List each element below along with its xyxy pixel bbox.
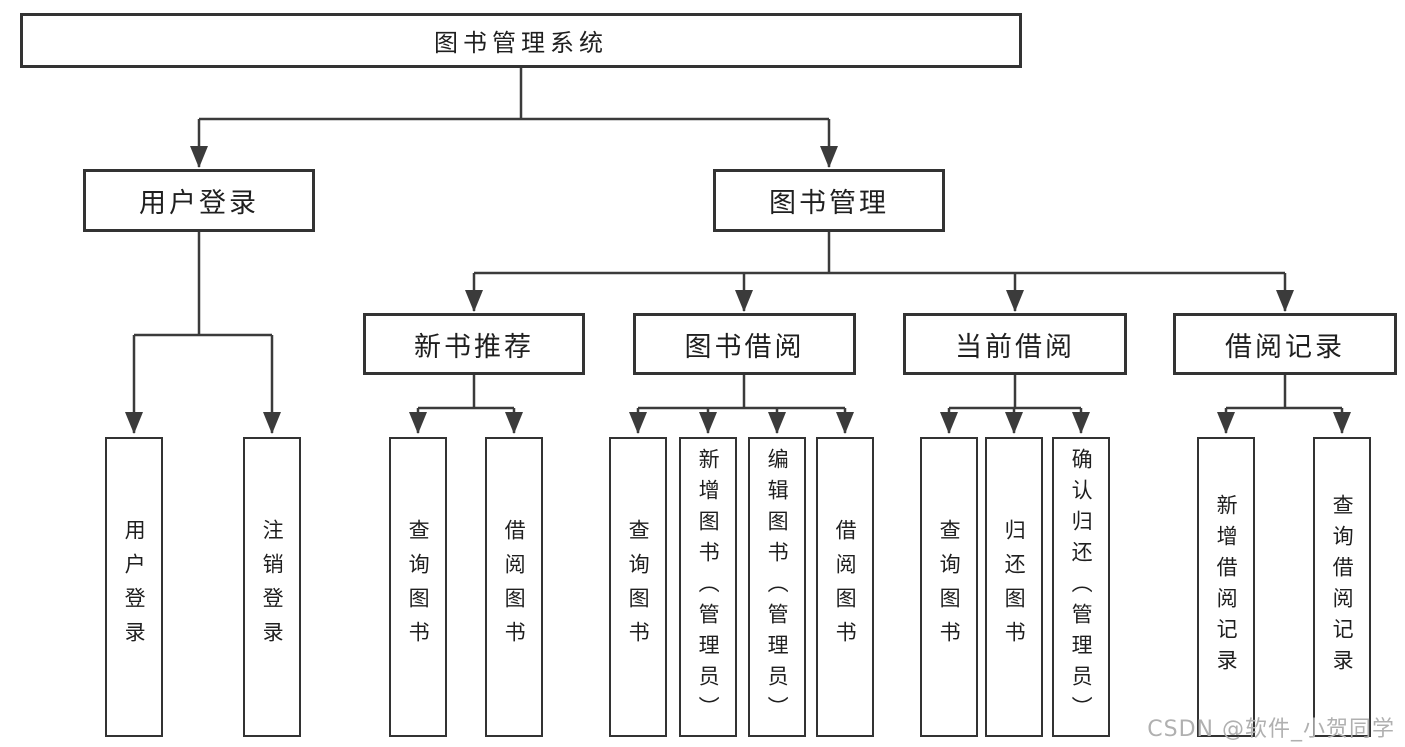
node-label: 当前借阅 xyxy=(955,331,1075,363)
node-new-book-recommend: 新书推荐 xyxy=(363,313,585,375)
leaf-query-books-current: 查询图书 xyxy=(920,437,978,737)
leaf-label: 借阅图书 xyxy=(833,519,858,655)
leaf-query-borrow-record: 查询借阅记录 xyxy=(1313,437,1371,737)
leaf-label: 查询图书 xyxy=(626,519,651,655)
leaf-label: 归还图书 xyxy=(1002,519,1027,655)
leaf-borrow-books-recommend: 借阅图书 xyxy=(485,437,543,737)
node-label: 新书推荐 xyxy=(414,331,534,363)
node-label: 图书管理系统 xyxy=(434,29,608,57)
leaf-label: 编辑图书（管理员） xyxy=(765,447,790,727)
csdn-watermark: CSDN @软件_小贺同学 xyxy=(1147,717,1395,742)
leaf-label: 确认归还（管理员） xyxy=(1069,447,1094,727)
leaf-label: 注销登录 xyxy=(260,519,285,655)
leaf-edit-book-admin: 编辑图书（管理员） xyxy=(748,437,806,737)
node-label: 图书管理 xyxy=(769,188,889,219)
leaf-user-login: 用户登录 xyxy=(105,437,163,737)
node-current-borrow: 当前借阅 xyxy=(903,313,1127,375)
node-root-library-system: 图书管理系统 xyxy=(20,13,1022,68)
leaf-query-books-borrow: 查询图书 xyxy=(609,437,667,737)
node-label: 用户登录 xyxy=(139,188,259,219)
leaf-label: 查询借阅记录 xyxy=(1330,494,1355,680)
leaf-label: 查询图书 xyxy=(937,519,962,655)
node-book-management: 图书管理 xyxy=(713,169,945,232)
node-book-borrow: 图书借阅 xyxy=(633,313,856,375)
leaf-add-borrow-record: 新增借阅记录 xyxy=(1197,437,1255,737)
node-user-login: 用户登录 xyxy=(83,169,315,232)
node-borrow-records: 借阅记录 xyxy=(1173,313,1397,375)
leaf-label: 用户登录 xyxy=(122,519,147,655)
node-label: 借阅记录 xyxy=(1225,331,1345,363)
leaf-label: 新增借阅记录 xyxy=(1214,494,1239,680)
leaf-logout: 注销登录 xyxy=(243,437,301,737)
leaf-confirm-return-admin: 确认归还（管理员） xyxy=(1052,437,1110,737)
node-label: 图书借阅 xyxy=(684,331,805,363)
leaf-add-book-admin: 新增图书（管理员） xyxy=(679,437,737,737)
leaf-label: 查询图书 xyxy=(406,519,431,655)
leaf-query-books-recommend: 查询图书 xyxy=(389,437,447,737)
leaf-return-book: 归还图书 xyxy=(985,437,1043,737)
leaf-label: 新增图书（管理员） xyxy=(696,447,721,727)
leaf-label: 借阅图书 xyxy=(502,519,527,655)
leaf-borrow-books: 借阅图书 xyxy=(816,437,874,737)
